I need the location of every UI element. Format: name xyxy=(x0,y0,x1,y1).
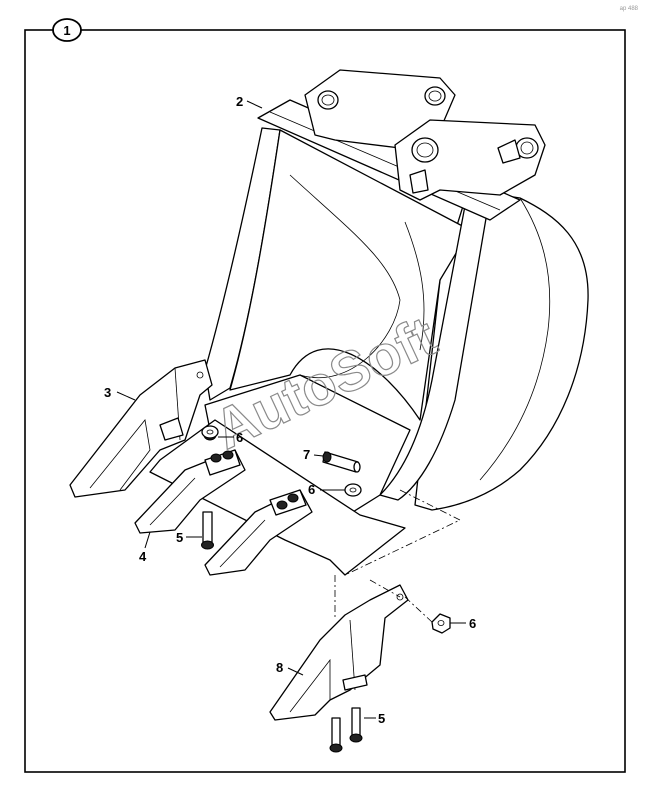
callout-5a: 5 xyxy=(176,530,183,545)
nut-lower xyxy=(431,613,451,634)
mounting-ear-right xyxy=(394,119,546,201)
figure-number-badge: 1 xyxy=(52,18,82,42)
pin xyxy=(322,451,361,473)
callout-8: 8 xyxy=(276,660,283,675)
callout-7: 7 xyxy=(303,447,310,462)
nut-middle xyxy=(344,483,362,497)
callout-6a: 6 xyxy=(236,430,243,445)
callout-3: 3 xyxy=(104,385,111,400)
callout-4: 4 xyxy=(139,549,147,564)
bolts-lower xyxy=(329,707,363,753)
callout-6c: 6 xyxy=(469,616,476,631)
callout-2: 2 xyxy=(236,94,243,109)
callout-6b: 6 xyxy=(308,482,315,497)
assembly-lines xyxy=(334,489,461,623)
figure-number: 1 xyxy=(63,23,70,38)
side-cutter xyxy=(69,359,213,498)
exploded-side-cutter xyxy=(269,584,409,721)
bucket-body xyxy=(149,127,589,576)
bolt-upper xyxy=(201,511,214,550)
corner-mark: ap 488 xyxy=(620,6,639,12)
callout-5b: 5 xyxy=(378,711,385,726)
nut-upper xyxy=(201,425,219,439)
callouts: 2 3 4 5 5 6 6 6 7 8 xyxy=(104,94,476,726)
diagram-frame xyxy=(24,29,626,773)
